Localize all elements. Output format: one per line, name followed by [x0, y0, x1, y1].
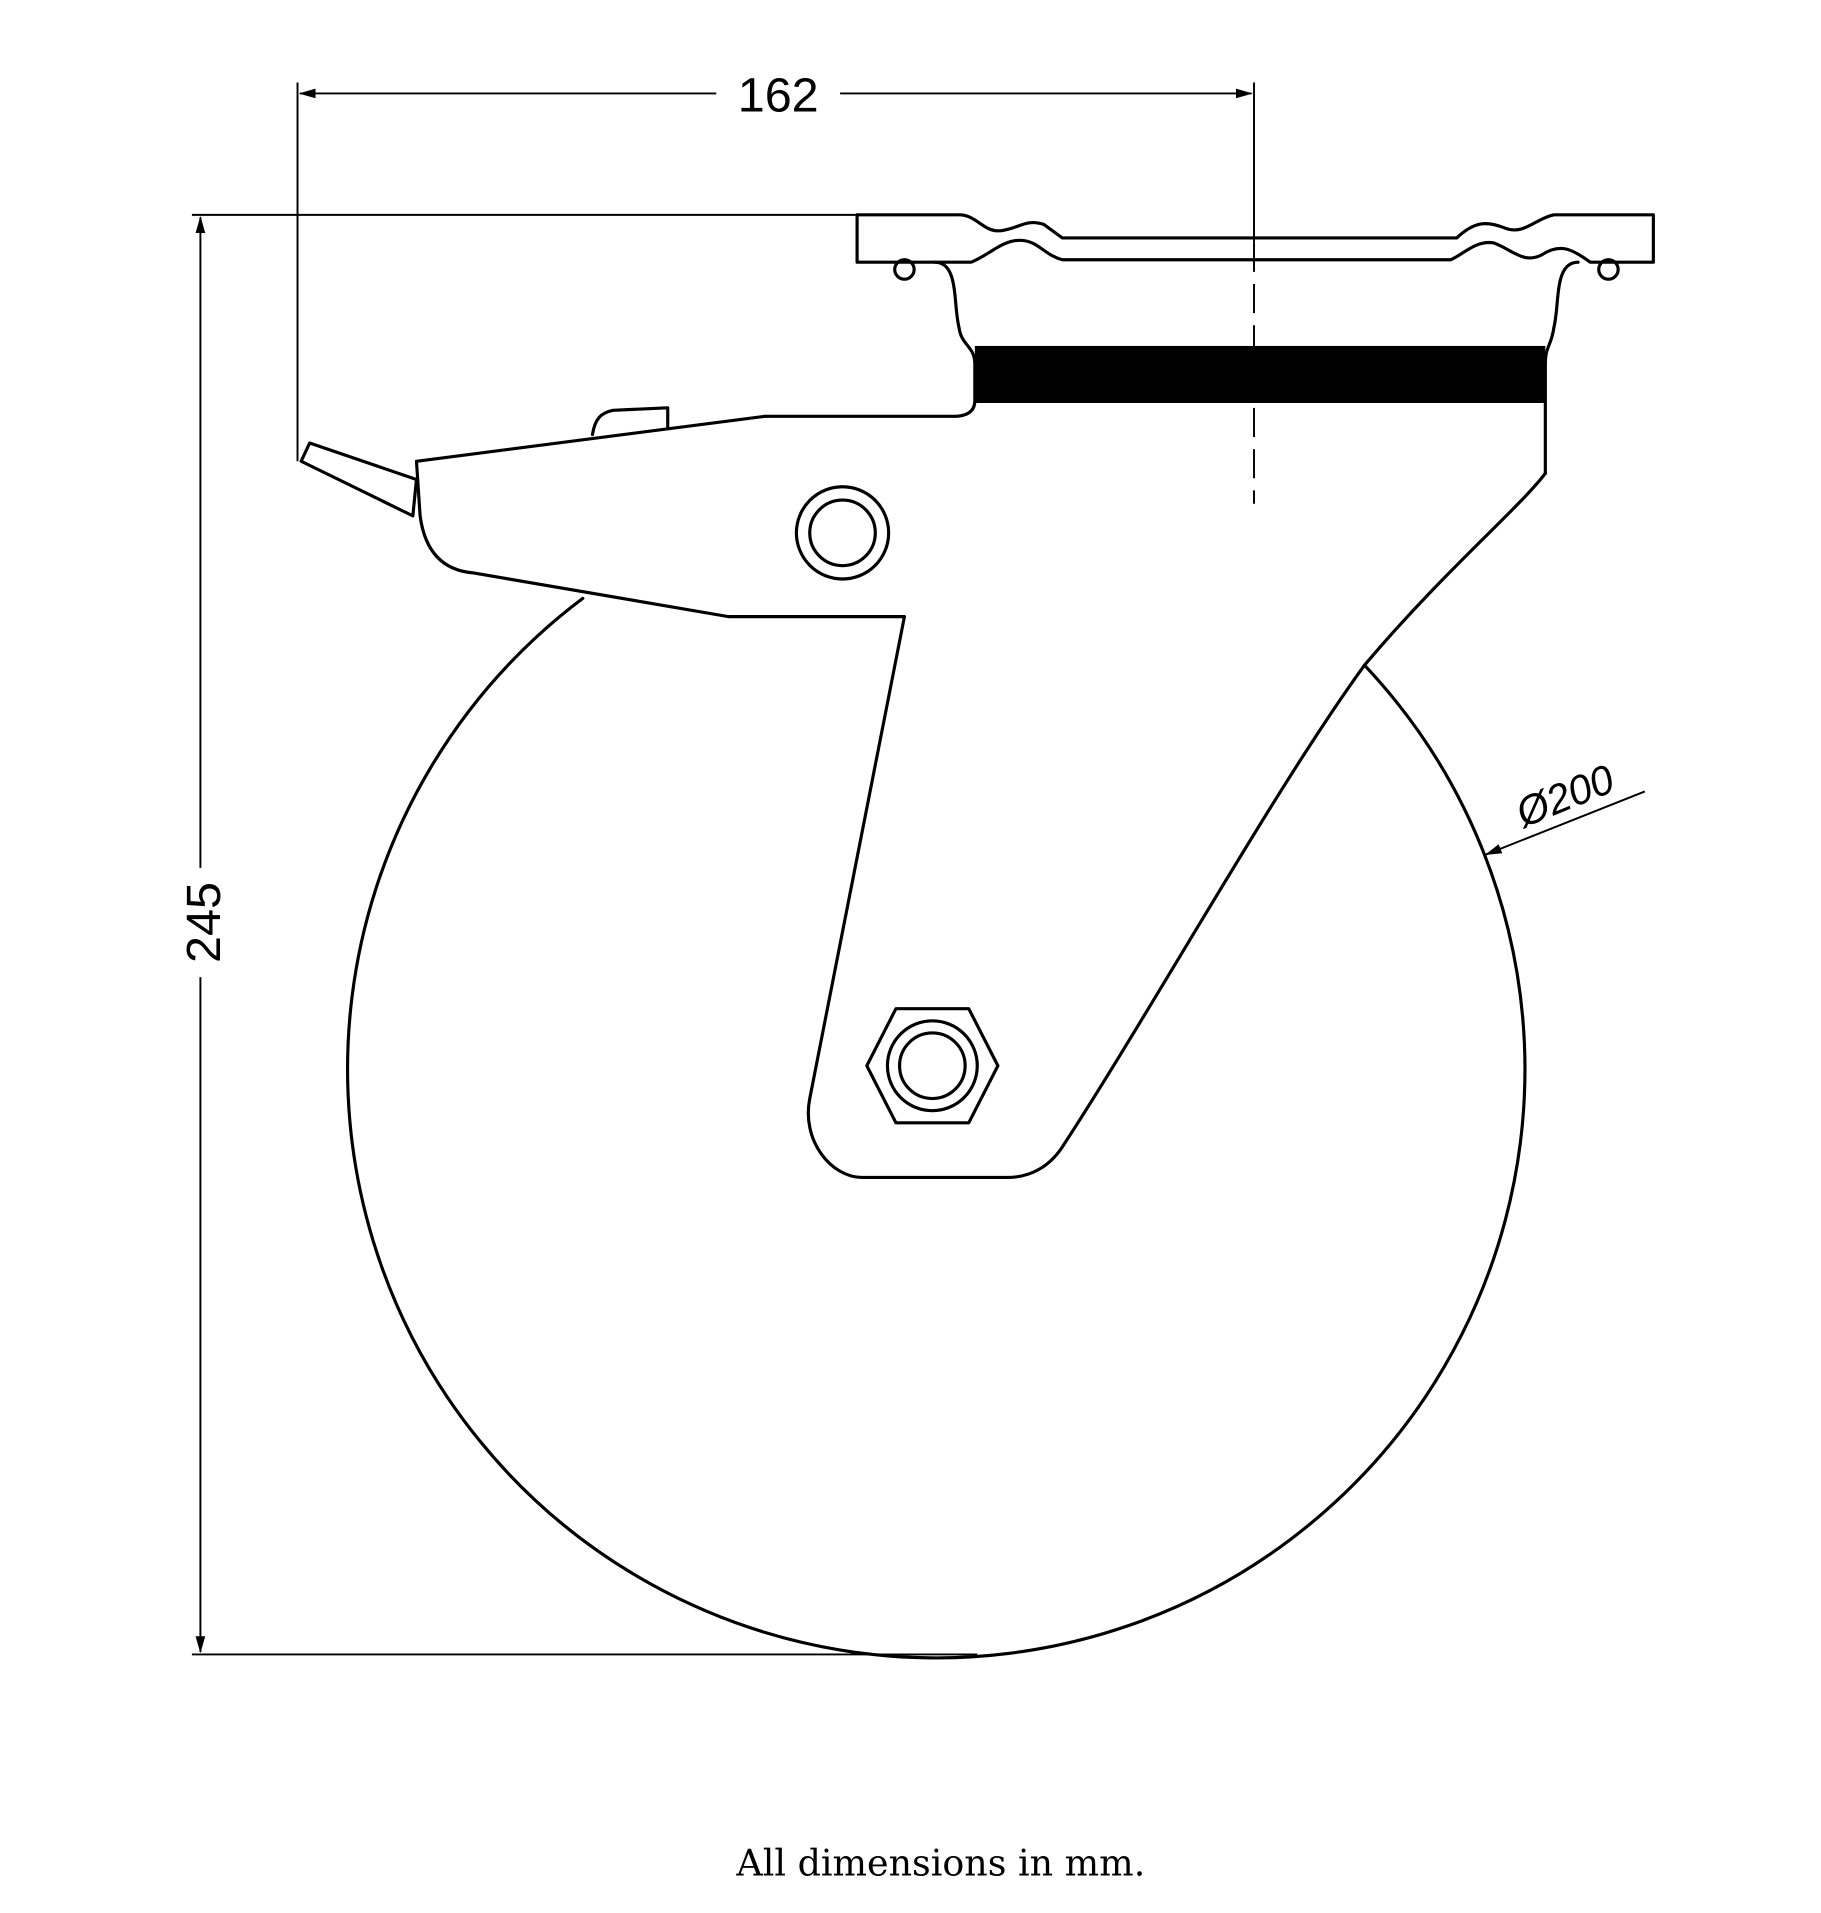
swivel-housing	[763, 260, 977, 418]
offset-dimension: 162	[296, 69, 1255, 504]
pivot-bolt	[794, 485, 891, 581]
wheel	[345, 596, 1527, 1660]
swivel-bearing-band	[974, 345, 1546, 403]
height-dimension-label: 245	[177, 882, 231, 963]
units-note: All dimensions in mm.	[735, 1841, 1145, 1884]
brake-lever	[299, 406, 1547, 1179]
offset-dimension-label: 162	[738, 69, 819, 123]
height-dimension: 245	[177, 213, 978, 1656]
top-plate	[855, 213, 1655, 281]
axle-nut	[865, 1007, 1000, 1125]
diameter-callout: Ø200	[1484, 756, 1646, 856]
diameter-label: Ø200	[1508, 756, 1621, 837]
